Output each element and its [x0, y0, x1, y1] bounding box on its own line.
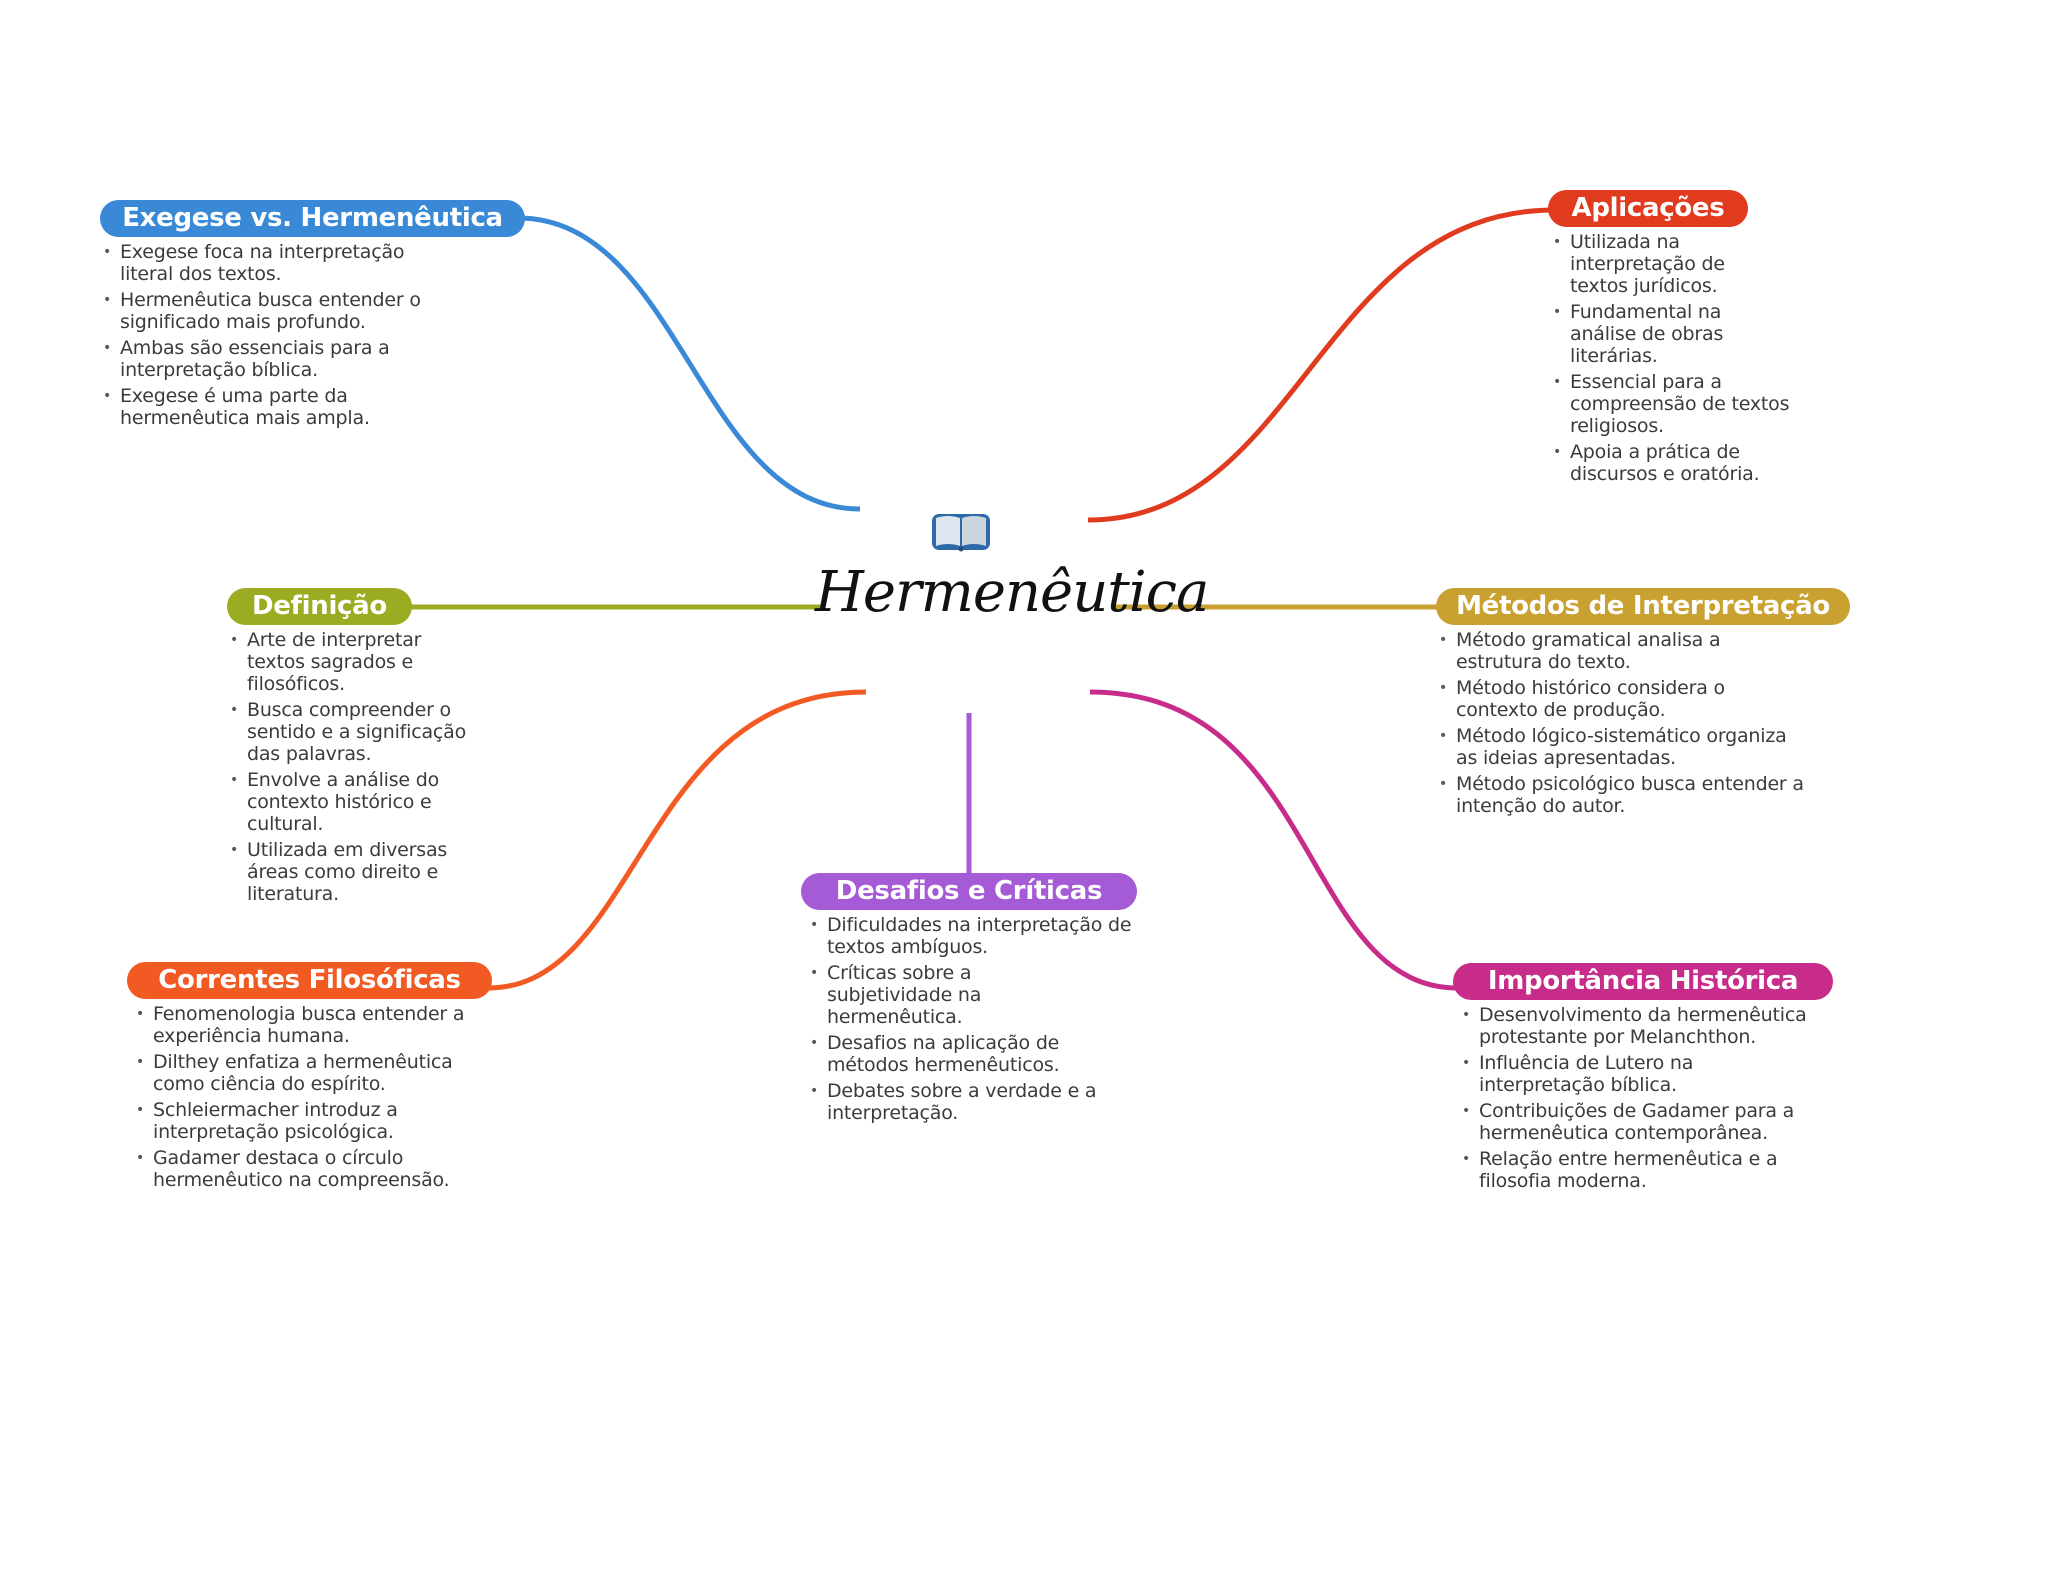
topic-header-exegese[interactable]: Exegese vs. Hermenêutica [100, 200, 525, 237]
connector-aplicacoes [1087, 207, 1556, 523]
connector-exegese [517, 215, 861, 512]
list-item: Utilizada em diversas áreas como direito… [227, 839, 472, 905]
list-item: Envolve a análise do contexto histórico … [227, 769, 477, 835]
topic-header-metodos[interactable]: Métodos de Interpretação [1436, 588, 1850, 625]
topic-importancia: Importância Histórica Desenvolvimento da… [1453, 963, 1853, 1196]
list-item: Contribuições de Gadamer para a hermenêu… [1459, 1100, 1849, 1144]
topic-list-importancia: Desenvolvimento da hermenêutica protesta… [1459, 1004, 1853, 1192]
topic-header-importancia[interactable]: Importância Histórica [1453, 963, 1833, 1000]
list-item: Método gramatical analisa a estrutura do… [1436, 629, 1776, 673]
connector-importancia [1089, 689, 1459, 991]
topic-list-metodos: Método gramatical analisa a estrutura do… [1436, 629, 1856, 817]
topic-aplicacoes: Aplicações Utilizada na interpretação de… [1548, 190, 1848, 489]
topic-list-aplicacoes: Utilizada na interpretação de textos jur… [1550, 231, 1848, 485]
list-item: Apoia a prática de discursos e oratória. [1550, 441, 1800, 485]
list-item: Schleiermacher introduz a interpretação … [133, 1099, 483, 1143]
topic-correntes: Correntes Filosóficas Fenomenologia busc… [127, 962, 507, 1195]
list-item: Debates sobre a verdade e a interpretaçã… [807, 1080, 1137, 1124]
topic-list-desafios: Dificuldades na interpretação de textos … [807, 914, 1141, 1124]
topic-metodos: Métodos de Interpretação Método gramatic… [1436, 588, 1856, 821]
list-item: Influência de Lutero na interpretação bí… [1459, 1052, 1769, 1096]
central-topic-title[interactable]: Hermenêutica [815, 560, 1209, 625]
list-item: Método histórico considera o contexto de… [1436, 677, 1776, 721]
list-item: Fenomenologia busca entender a experiênc… [133, 1003, 523, 1047]
list-item: Fundamental na análise de obras literári… [1550, 301, 1760, 367]
list-item: Arte de interpretar textos sagrados e fi… [227, 629, 462, 695]
list-item: Método psicológico busca entender a inte… [1436, 773, 1836, 817]
list-item: Relação entre hermenêutica e a filosofia… [1459, 1148, 1829, 1192]
list-item: Utilizada na interpretação de textos jur… [1550, 231, 1760, 297]
topic-header-definicao[interactable]: Definição [227, 588, 412, 625]
list-item: Busca compreender o sentido e a signific… [227, 699, 487, 765]
list-item: Críticas sobre a subjetividade na hermen… [807, 962, 1027, 1028]
list-item: Hermenêutica busca entender o significad… [100, 289, 470, 333]
open-book-icon [932, 514, 990, 552]
list-item: Exegese foca na interpretação literal do… [100, 241, 450, 285]
topic-exegese: Exegese vs. Hermenêutica Exegese foca na… [100, 200, 540, 433]
topic-header-aplicacoes[interactable]: Aplicações [1548, 190, 1748, 227]
topic-desafios: Desafios e Críticas Dificuldades na inte… [801, 873, 1141, 1128]
topic-header-desafios[interactable]: Desafios e Críticas [801, 873, 1137, 910]
list-item: Essencial para a compreensão de textos r… [1550, 371, 1820, 437]
list-item: Desafios na aplicação de métodos hermenê… [807, 1032, 1117, 1076]
list-item: Exegese é uma parte da hermenêutica mais… [100, 385, 450, 429]
connector-correntes [487, 689, 867, 991]
topic-list-definicao: Arte de interpretar textos sagrados e fi… [227, 629, 487, 905]
list-item: Dificuldades na interpretação de textos … [807, 914, 1147, 958]
topic-definicao: Definição Arte de interpretar textos sag… [227, 588, 487, 909]
list-item: Método lógico-sistemático organiza as id… [1436, 725, 1811, 769]
topic-header-correntes[interactable]: Correntes Filosóficas [127, 962, 492, 999]
list-item: Desenvolvimento da hermenêutica protesta… [1459, 1004, 1864, 1048]
list-item: Dilthey enfatiza a hermenêutica como ciê… [133, 1051, 488, 1095]
list-item: Gadamer destaca o círculo hermenêutico n… [133, 1147, 508, 1191]
topic-list-exegese: Exegese foca na interpretação literal do… [100, 241, 540, 429]
topic-list-correntes: Fenomenologia busca entender a experiênc… [133, 1003, 507, 1191]
list-item: Ambas são essenciais para a interpretaçã… [100, 337, 450, 381]
